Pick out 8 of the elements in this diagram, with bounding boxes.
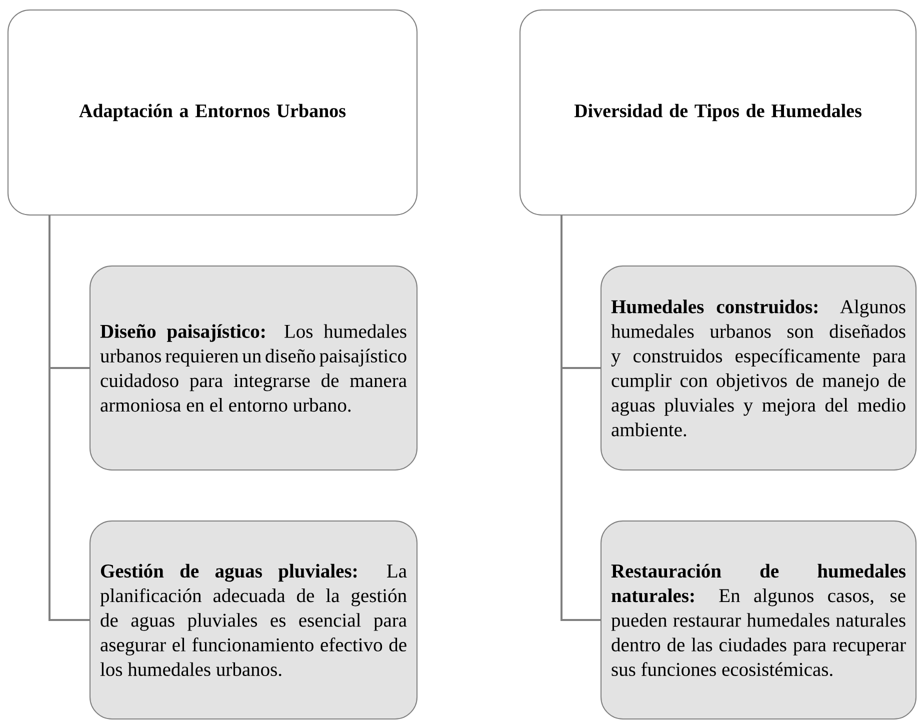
connector-line bbox=[48, 216, 90, 621]
connector-line bbox=[560, 216, 600, 621]
text-box: Diseño paisajístico: Los humedales urbanos requieren un diseño paisajístico cuidadoso para integrarse de manera armoniosa en el entorno urbano. bbox=[90, 266, 418, 470]
title-box: Adaptación a Entornos Urbanos bbox=[8, 10, 418, 216]
text-box: Restauración de humedales naturales: En algunos casos, se pueden restaurar humedales naturales dentro de las ciudades para recuperar sus funciones ecosistémicas. bbox=[600, 520, 916, 720]
text-box: Gestión de aguas pluviales: La planificación adecuada de la gestión de aguas pluviales es esencial para asegurar el funcionamiento efectivo de los humedales urbanos. bbox=[90, 520, 418, 720]
title-box: Diversidad de Tipos de Humedales bbox=[520, 10, 916, 216]
text-box: Humedales construidos: Algunos humedales urbanos son diseñados y construidos específicamente para cumplir con objetivos de manejo de aguas pluviales y mejora del medio ambiente. bbox=[600, 266, 916, 470]
